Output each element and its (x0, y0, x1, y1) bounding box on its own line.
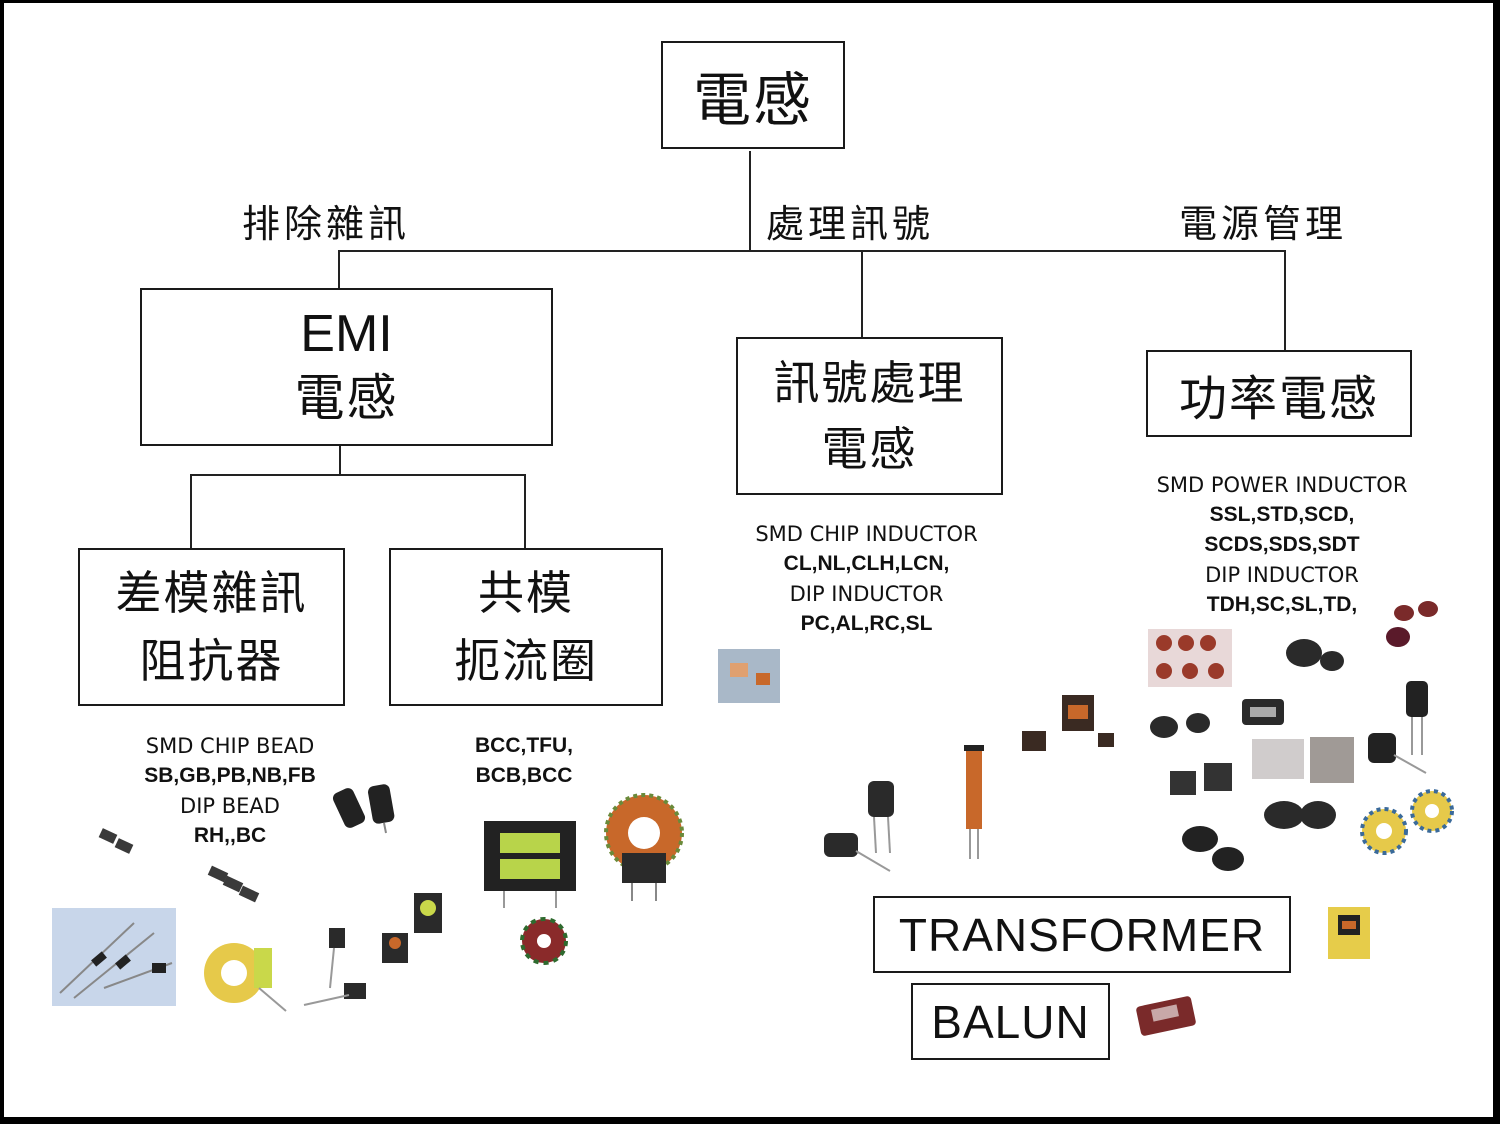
diff-subtitle: 阻抗器 (139, 634, 284, 688)
chip-bead-icon (98, 828, 260, 903)
transformer-label: TRANSFORMER (898, 908, 1266, 961)
connector-power (1284, 250, 1286, 351)
emi-title: EMI (300, 305, 393, 363)
signal-caption-line2: CL,NL,CLH,LCN, (783, 552, 950, 575)
common-mode-choke-icon (484, 821, 576, 908)
copper-toroid-icon (604, 793, 684, 901)
signal-caption: SMD CHIP INDUCTOR CL,NL,CLH,LCN, DIP IND… (729, 519, 1004, 639)
connector-emi-bar (190, 474, 526, 476)
branch-label-signal: 處理訊號 (766, 202, 935, 246)
signal-caption-line4: PC,AL,RC,SL (800, 612, 933, 635)
power-caption-line3: SCDS,SDS,SDT (1204, 533, 1360, 556)
connector-main-bar (338, 250, 1286, 252)
common-caption-line1: BCC,TFU, (475, 734, 573, 757)
connector-emi-down (339, 445, 341, 475)
common-mode-box: 共模 扼流圈 (389, 548, 663, 706)
balun-box: BALUN (911, 983, 1110, 1060)
common-caption: BCC,TFU, BCB,BCC (434, 731, 614, 791)
connector-emi (338, 250, 340, 289)
transformer-box: TRANSFORMER (873, 896, 1291, 973)
dip-inductor-icon (824, 745, 984, 872)
diff-caption-line3: DIP BEAD (180, 794, 280, 818)
component-photos (52, 601, 1454, 1036)
diff-title: 差模雜訊 (115, 566, 308, 620)
root-label: 電感 (692, 66, 813, 134)
branch-label-noise: 排除雜訊 (242, 202, 411, 246)
connector-common (524, 474, 526, 549)
chip-inductor-photo-icon (718, 649, 780, 703)
signal-title: 訊號處理 (773, 356, 966, 410)
diff-caption-line1: SMD CHIP BEAD (145, 734, 315, 758)
power-title: 功率電感 (1178, 370, 1379, 427)
diff-caption-line4: RH,,BC (193, 824, 267, 847)
emi-inductor-box: EMI 電感 (140, 288, 553, 446)
power-caption-line2: SSL,STD,SCD, (1209, 503, 1355, 526)
dip-power-inductor-icon (1360, 681, 1454, 855)
signal-subtitle: 電感 (821, 422, 918, 476)
common-caption-line2: BCB,BCC (475, 764, 573, 787)
dip-bead-icon (332, 784, 395, 834)
connector-root-down (749, 151, 751, 251)
axial-bead-photo-icon (52, 908, 176, 1006)
smd-power-inductor-icon (1022, 601, 1438, 871)
radial-choke-icon (303, 893, 442, 1006)
connector-diff (190, 474, 192, 549)
power-caption: SMD POWER INDUCTOR SSL,STD,SCD, SCDS,SDS… (1124, 470, 1440, 620)
common-subtitle: 扼流圈 (454, 634, 598, 688)
signal-caption-line3: DIP INDUCTOR (789, 582, 944, 606)
root-box: 電感 (661, 41, 845, 149)
transformer-icon (1328, 907, 1370, 959)
common-title: 共模 (478, 566, 574, 620)
emi-subtitle: 電感 (294, 369, 399, 427)
power-inductor-box: 功率電感 (1146, 350, 1412, 437)
balun-icon (1136, 996, 1196, 1036)
power-caption-line1: SMD POWER INDUCTOR (1156, 473, 1408, 497)
toroid-coil-icon (204, 943, 287, 1012)
power-caption-line5: TDH,SC,SL,TD, (1206, 593, 1358, 616)
diff-caption: SMD CHIP BEAD SB,GB,PB,NB,FB DIP BEAD RH… (100, 731, 360, 851)
diagram-canvas: 電感 排除雜訊 處理訊號 電源管理 EMI 電感 訊號處理 電感 功率電感 差模… (4, 3, 1493, 1117)
signal-caption-line1: SMD CHIP INDUCTOR (755, 522, 978, 546)
smd-common-mode-icon (520, 917, 568, 965)
diff-mode-box: 差模雜訊 阻抗器 (78, 548, 345, 706)
connector-signal (861, 250, 863, 337)
balun-label: BALUN (931, 995, 1090, 1048)
branch-label-power: 電源管理 (1179, 202, 1348, 246)
diff-caption-line2: SB,GB,PB,NB,FB (144, 764, 316, 787)
power-caption-line4: DIP INDUCTOR (1205, 563, 1359, 587)
signal-inductor-box: 訊號處理 電感 (736, 337, 1003, 495)
